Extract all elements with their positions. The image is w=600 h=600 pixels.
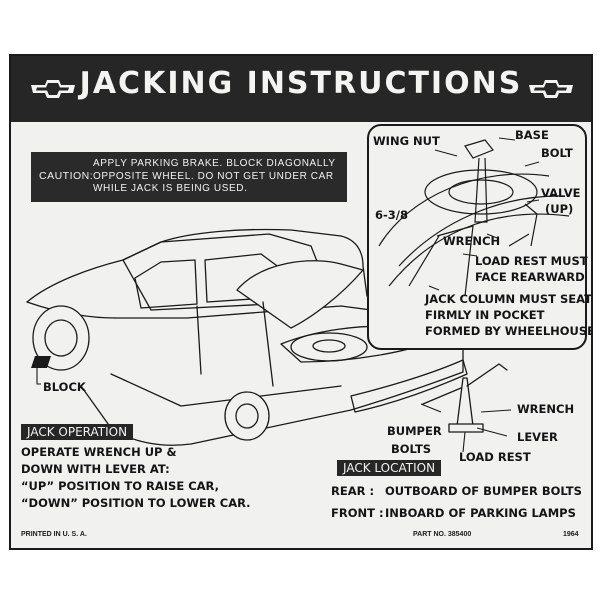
- operation-line: DOWN WITH LEVER AT:: [21, 462, 170, 476]
- operation-line: OPERATE WRENCH UP &: [21, 445, 177, 459]
- caution-line: APPLY PARKING BRAKE. BLOCK DIAGONALLY: [93, 158, 336, 169]
- label-load-rest-2: FACE REARWARD: [475, 270, 585, 284]
- decal-header: JACKING INSTRUCTIONS: [11, 56, 591, 122]
- label-lever: LEVER: [517, 430, 558, 444]
- label-block: BLOCK: [43, 380, 86, 394]
- car-rocker: [110, 373, 342, 407]
- rear-label: REAR :: [331, 484, 375, 498]
- operation-line: “DOWN” POSITION TO LOWER CAR.: [21, 496, 251, 510]
- front-label: FRONT :: [331, 506, 384, 520]
- label-base: BASE: [515, 128, 549, 142]
- label-valve: VALVE: [541, 186, 581, 200]
- caution-line: WHILE JACK IS BEING USED.: [93, 183, 248, 194]
- label-valve-up: (UP): [545, 202, 574, 216]
- label-bolt: BOLT: [541, 146, 573, 160]
- label-wrench-inset: WRENCH: [443, 234, 501, 248]
- operation-line: “UP” POSITION TO RAISE CAR,: [21, 479, 219, 493]
- scissor-jack-icon: [422, 363, 508, 433]
- front-wheel: [32, 305, 90, 371]
- jack-detail-drawing: [378, 137, 570, 297]
- rear-value: OUTBOARD OF BUMPER BOLTS: [385, 484, 582, 498]
- label-bumper: BUMPER: [387, 424, 442, 438]
- caution-label: CAUTION:: [39, 170, 94, 182]
- front-value: INBOARD OF PARKING LAMPS: [385, 506, 576, 520]
- car-window-front: [134, 259, 198, 309]
- label-column-1: JACK COLUMN MUST SEAT: [425, 292, 592, 306]
- spare-tire: [290, 332, 368, 362]
- rear-wheel: [224, 391, 270, 441]
- label-wrench: WRENCH: [517, 402, 575, 416]
- jack-detail-inset: [367, 124, 587, 350]
- trunk-lid: [236, 260, 364, 329]
- bowtie-emblem-icon: [31, 80, 75, 98]
- wheel-block-icon: [31, 356, 51, 368]
- jack-operation-heading: JACK OPERATION: [21, 424, 134, 440]
- bowtie-emblem-icon: [529, 80, 573, 98]
- label-wing-nut: WING NUT: [373, 134, 440, 148]
- jack-operation-text: OPERATE WRENCH UP & DOWN WITH LEVER AT: …: [21, 444, 251, 512]
- year: 1964: [563, 531, 579, 538]
- jack-location-heading: JACK LOCATION: [337, 460, 442, 476]
- label-load-rest: LOAD REST: [459, 450, 531, 464]
- part-number: PART NO. 385400: [413, 531, 472, 538]
- label-load-rest-1: LOAD REST MUST: [475, 254, 588, 268]
- label-dimension: 6-3/8: [375, 208, 408, 222]
- label-column-2: FIRMLY IN POCKET: [425, 308, 545, 322]
- caution-text: APPLY PARKING BRAKE. BLOCK DIAGONALLY OP…: [93, 158, 336, 196]
- jacking-decal: JACKING INSTRUCTIONS CAUTION: APPLY PARK…: [9, 54, 593, 550]
- label-bolts: BOLTS: [391, 442, 432, 456]
- printed-in-usa: PRINTED IN U. S. A.: [21, 531, 87, 538]
- caution-line: OPPOSITE WHEEL. DO NOT GET UNDER CAR: [93, 170, 334, 182]
- caution-box: CAUTION: APPLY PARKING BRAKE. BLOCK DIAG…: [31, 152, 347, 202]
- label-column-3: FORMED BY WHEELHOUSE: [425, 324, 593, 338]
- rear-bumper: [350, 359, 468, 413]
- page-title: JACKING INSTRUCTIONS: [79, 66, 523, 101]
